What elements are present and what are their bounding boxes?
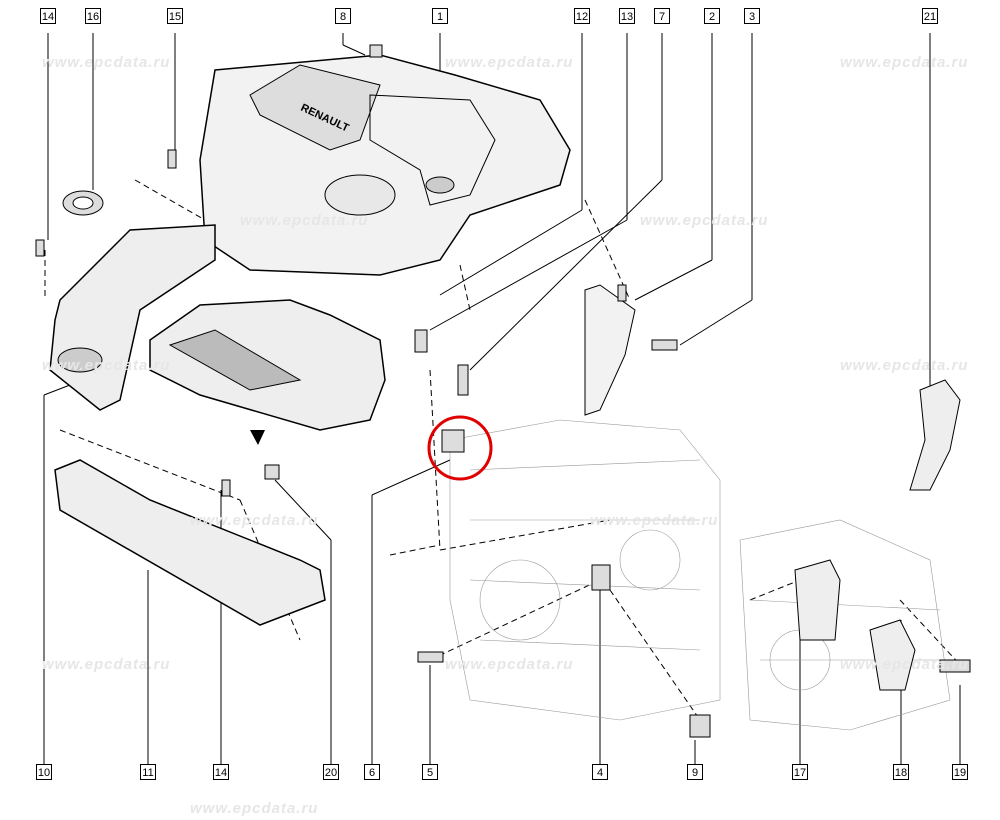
- callout-14b[interactable]: 14: [213, 764, 229, 780]
- callout-8[interactable]: 8: [335, 8, 351, 24]
- nut-part-8: [369, 44, 383, 58]
- callout-10[interactable]: 10: [36, 764, 52, 780]
- watermark: www.epcdata.ru: [840, 54, 969, 71]
- watermark: www.epcdata.ru: [42, 656, 171, 673]
- callout-13[interactable]: 13: [619, 8, 635, 24]
- air-duct-cover: [149, 299, 386, 431]
- fasteners: [35, 44, 971, 738]
- callout-5[interactable]: 5: [422, 764, 438, 780]
- watermark: www.epcdata.ru: [42, 54, 171, 71]
- callout-16[interactable]: 16: [85, 8, 101, 24]
- watermark: www.epcdata.ru: [190, 512, 319, 529]
- callout-15[interactable]: 15: [167, 8, 183, 24]
- callout-17[interactable]: 17: [792, 764, 808, 780]
- callout-6[interactable]: 6: [364, 764, 380, 780]
- dashed-assembly-lines: [44, 179, 966, 721]
- gasket-hole: [72, 196, 94, 210]
- callout-21[interactable]: 21: [922, 8, 938, 24]
- clip-part-14b: [221, 479, 231, 497]
- bolt-part-3: [651, 339, 678, 351]
- watermark: www.epcdata.ru: [190, 800, 319, 817]
- clip-part-20: [264, 464, 280, 480]
- callout-20[interactable]: 20: [323, 764, 339, 780]
- watermark: www.epcdata.ru: [240, 212, 369, 229]
- stud-part-13: [617, 284, 627, 302]
- rail-part-11: [54, 459, 326, 626]
- bracket-part-4: [591, 564, 611, 591]
- bolt-part-5: [417, 651, 444, 663]
- bracket-part-21: [909, 379, 961, 491]
- engine-block: [449, 419, 951, 731]
- watermark: www.epcdata.ru: [840, 357, 969, 374]
- watermark: www.epcdata.ru: [590, 512, 719, 529]
- bracket-part-2: [584, 284, 636, 416]
- bolt-part-7: [457, 364, 469, 396]
- highlight-circle: [427, 415, 493, 481]
- watermark: www.epcdata.ru: [42, 357, 171, 374]
- bolt-part-15: [167, 149, 177, 169]
- bracket-part-17: [794, 559, 841, 641]
- clip-part-14: [35, 239, 45, 257]
- callout-7[interactable]: 7: [654, 8, 670, 24]
- callout-2[interactable]: 2: [704, 8, 720, 24]
- callout-12[interactable]: 12: [574, 8, 590, 24]
- callout-11[interactable]: 11: [140, 764, 156, 780]
- callout-9[interactable]: 9: [687, 764, 703, 780]
- grommet-part-12: [414, 329, 428, 353]
- stud-part-6: [441, 429, 465, 453]
- watermark: www.epcdata.ru: [640, 212, 769, 229]
- bracket-part-18: [869, 619, 916, 691]
- bolt-part-19: [939, 659, 971, 673]
- callout-18[interactable]: 18: [893, 764, 909, 780]
- callout-19[interactable]: 19: [952, 764, 968, 780]
- engine-cover-part-1: RENAULT: [199, 54, 571, 276]
- callout-4[interactable]: 4: [592, 764, 608, 780]
- clamp-part-9: [689, 714, 711, 738]
- watermark: www.epcdata.ru: [445, 656, 574, 673]
- callout-14[interactable]: 14: [40, 8, 56, 24]
- bracket-hole: [57, 347, 103, 373]
- watermark: www.epcdata.ru: [445, 54, 574, 71]
- watermark: www.epcdata.ru: [840, 656, 969, 673]
- callout-1[interactable]: 1: [432, 8, 448, 24]
- callout-3[interactable]: 3: [744, 8, 760, 24]
- arrow-icon: [250, 430, 265, 445]
